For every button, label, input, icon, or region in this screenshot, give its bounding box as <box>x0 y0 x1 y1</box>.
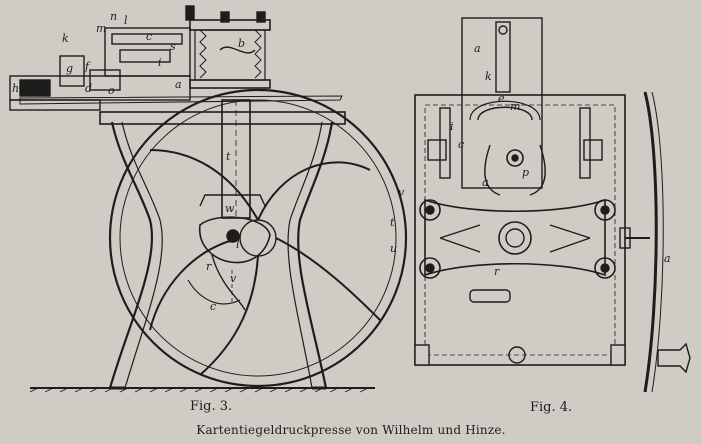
fig3-label: k <box>62 32 69 45</box>
fig3-label: o <box>108 84 115 97</box>
fig4-drawing <box>414 17 691 393</box>
fig3-label: s <box>170 40 176 53</box>
fig3-label: r <box>206 260 212 273</box>
fig3-label: t <box>226 150 231 163</box>
fig3-label: h <box>12 82 19 95</box>
fig3-label: d <box>85 82 92 95</box>
fig4-label: e <box>498 92 505 105</box>
fig4-label: a <box>474 42 481 55</box>
fig4-label: k <box>485 70 492 83</box>
fig3-caption: Fig. 3. <box>190 399 233 414</box>
fig3-label: n <box>110 10 117 23</box>
fig3-label: w <box>225 202 235 215</box>
fig3-drawing <box>9 5 408 393</box>
fig3-label: g <box>228 230 235 243</box>
fig4-caption: Fig. 4. <box>530 400 573 415</box>
fig4-label: v <box>398 186 405 199</box>
fig4-label: a <box>664 252 671 265</box>
fig3-label: c <box>210 300 216 313</box>
fig4-letter-labels: a k e m i c p a v t u r a <box>390 42 671 278</box>
fig4-label: i <box>450 120 454 133</box>
fig3-label: l <box>236 238 240 251</box>
fig4-label: c <box>458 138 464 151</box>
fig4-label: p <box>522 166 529 179</box>
fig3-label: i <box>158 56 162 69</box>
figure-title: Kartentiegeldruckpresse von Wilhelm und … <box>196 423 506 437</box>
fig3-label: m <box>96 22 106 35</box>
fig3-label: l <box>124 14 128 27</box>
fig3-label: g <box>66 62 73 75</box>
fig3-letter-labels: k m n l c s i f h g o b d a t w g v l r … <box>12 10 245 313</box>
fig3-label: b <box>238 37 245 50</box>
fig3-label: c <box>146 30 152 43</box>
fig3-label: a <box>175 78 182 91</box>
fig4-label: u <box>390 242 397 255</box>
fig4-label: r <box>494 265 500 278</box>
fig4-label: t <box>390 216 395 229</box>
fig4-label: a <box>482 176 489 189</box>
fig3-label: v <box>230 272 237 285</box>
fig3-label: f <box>84 60 91 73</box>
fig4-label: m <box>510 100 520 113</box>
